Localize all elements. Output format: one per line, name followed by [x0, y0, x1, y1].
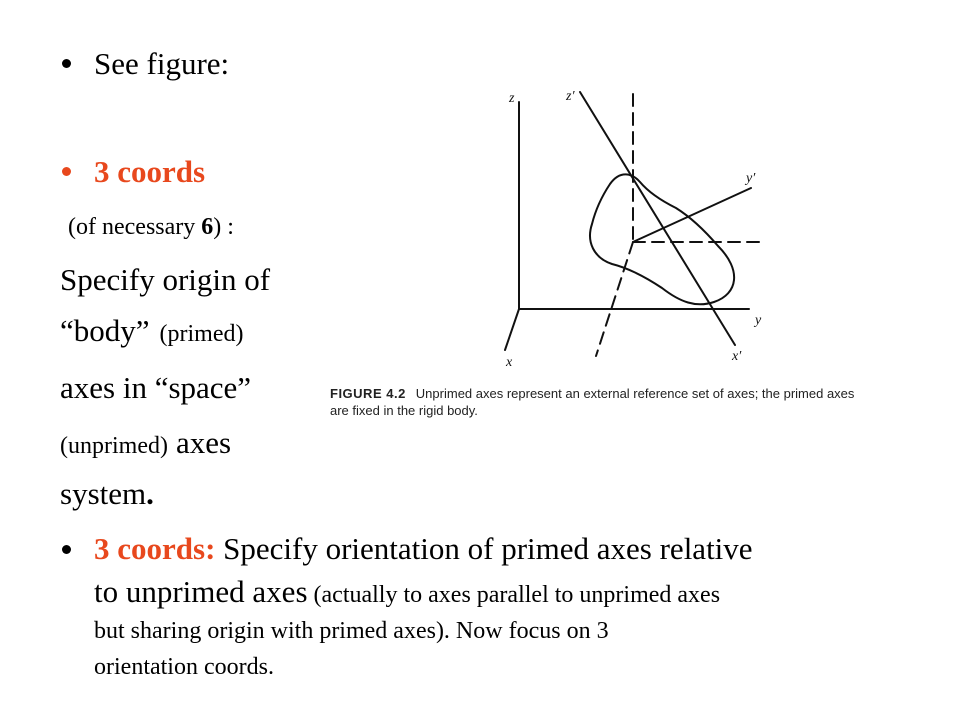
label-x: x: [505, 355, 513, 370]
rigid-body-axes-figure: z z′ y′ y x x′: [504, 89, 763, 370]
last-bullet-line-2-main: to unprimed axes: [94, 574, 308, 609]
caption-line-1: FIGURE 4.2 Unprimed axes represent an ext…: [330, 385, 854, 402]
body-word: “body”: [60, 313, 150, 348]
coords-paren-pre: (of necessary: [68, 214, 202, 240]
unprimed-paren: (unprimed): [60, 433, 168, 459]
x-axis: [504, 308, 520, 351]
system-period: .: [146, 476, 154, 511]
line-axes-in: axes in “space”: [60, 370, 252, 405]
label-y: y: [753, 313, 762, 328]
caption-label: FIGURE 4.2: [330, 386, 406, 401]
last-bullet-line-1-rest: Specify orientation of primed axes relat…: [215, 531, 753, 566]
caption-text-2: are fixed in the rigid body.: [330, 403, 478, 418]
label-z-primed: z′: [565, 89, 575, 104]
last-bullet-label: 3 coords:: [94, 531, 216, 566]
label-z: z: [508, 91, 515, 106]
line-unprimed: (unprimed) axes: [60, 425, 231, 461]
unprimed-axes: axes: [175, 425, 232, 460]
last-bullet-line-3: but sharing origin with primed axes). No…: [94, 618, 609, 644]
line-body: “body” (primed): [60, 313, 244, 349]
figure-caption: FIGURE 4.2 Unprimed axes represent an ext…: [330, 385, 854, 419]
last-bullet-line-4: orientation coords.: [94, 654, 274, 680]
last-bullet-line-2-paren: (actually to axes parallel to unprimed a…: [307, 582, 721, 608]
rigid-body-blob: [589, 173, 735, 306]
bullet-dot-orange: [62, 167, 71, 176]
label-y-primed: y′: [744, 171, 756, 186]
coords-paren-line: (of necessary 6) :: [68, 213, 234, 241]
coords-paren-post: ) :: [213, 214, 234, 240]
dashed-lower-axis: [595, 241, 634, 357]
caption-text-1: Unprimed axes represent an external refe…: [415, 386, 855, 401]
coords-heading: 3 coords: [94, 154, 206, 189]
z-primed-axis: [579, 91, 736, 346]
bullet-dot: [62, 545, 71, 554]
line-system: system.: [60, 476, 154, 512]
y-primed-axis: [632, 187, 752, 243]
coords-paren-num: 6: [201, 214, 214, 240]
line-specify: Specify origin of: [60, 262, 271, 297]
system-word: system: [60, 476, 147, 511]
see-figure-text: See figure:: [94, 46, 230, 81]
last-bullet-line-2: to unprimed axes (actually to axes paral…: [94, 574, 720, 610]
bullet-dot: [62, 59, 71, 68]
label-x-primed: x′: [731, 349, 742, 364]
body-paren: (primed): [159, 321, 244, 347]
last-bullet-line-1: 3 coords: Specify orientation of primed …: [94, 531, 753, 567]
